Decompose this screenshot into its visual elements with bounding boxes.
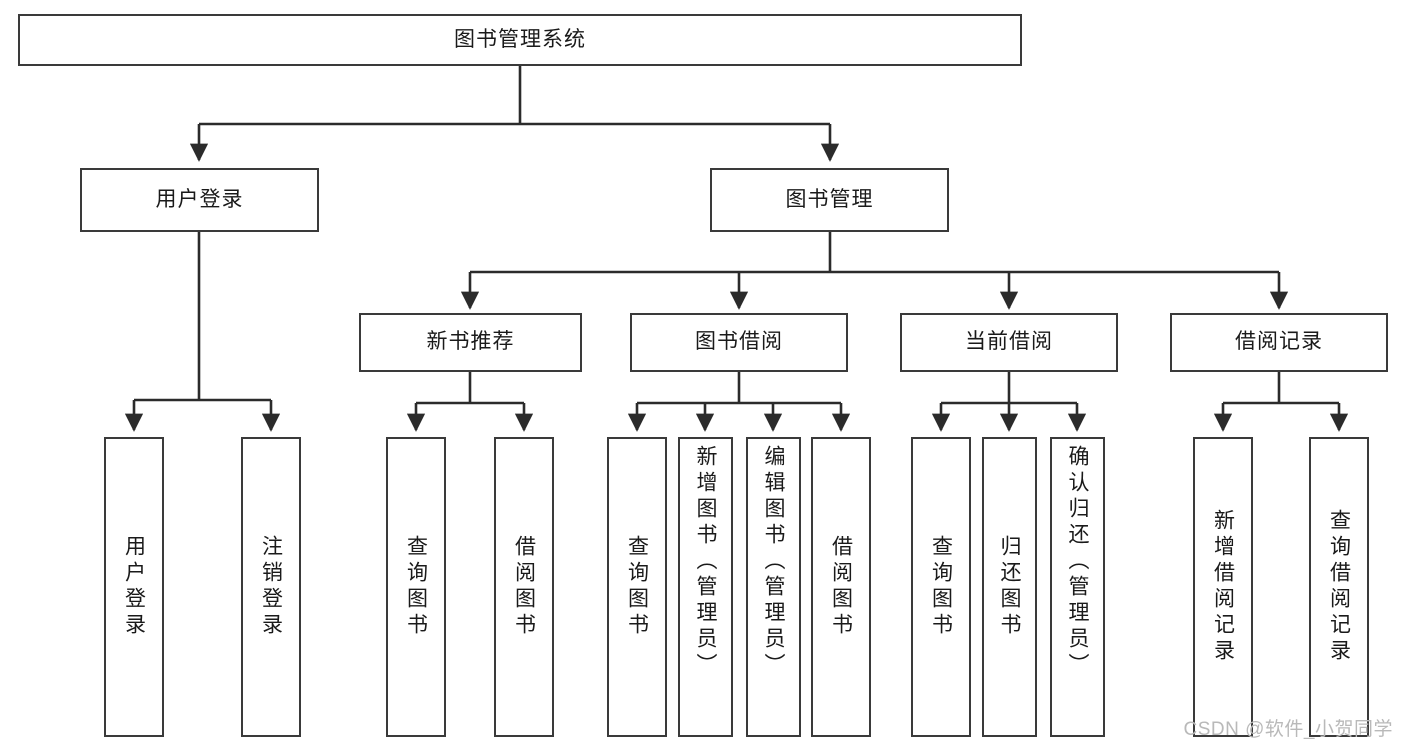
node-label: 借阅图书 — [829, 535, 853, 639]
leaf-borrow-edit-book-admin[interactable]: 编辑图书（管理员） — [746, 437, 801, 737]
node-label: 用户登录 — [122, 535, 146, 639]
node-user-login[interactable]: 用户登录 — [80, 168, 319, 232]
leaf-record-query-record[interactable]: 查询借阅记录 — [1309, 437, 1369, 737]
csdn-watermark: CSDN @软件_小贺同学 — [1183, 719, 1393, 740]
node-label: 图书管理 — [785, 187, 874, 211]
node-label: 新书推荐 — [426, 330, 515, 354]
node-label: 借阅图书 — [512, 535, 536, 639]
node-label: 新增图书（管理员） — [694, 445, 717, 679]
leaf-borrow-borrow-book[interactable]: 借阅图书 — [811, 437, 871, 737]
node-label: 用户登录 — [155, 187, 244, 211]
node-label: 注销登录 — [259, 535, 283, 639]
node-new-book-recommend[interactable]: 新书推荐 — [359, 313, 582, 372]
leaf-recommend-query-book[interactable]: 查询图书 — [386, 437, 446, 737]
node-root-system[interactable]: 图书管理系统 — [18, 14, 1022, 66]
node-label: 查询图书 — [404, 535, 428, 639]
node-label: 图书借阅 — [695, 330, 783, 354]
node-label: 查询借阅记录 — [1327, 509, 1351, 665]
leaf-user-login-login[interactable]: 用户登录 — [104, 437, 164, 737]
node-label: 借阅记录 — [1235, 330, 1323, 354]
leaf-current-confirm-return-admin[interactable]: 确认归还（管理员） — [1050, 437, 1105, 737]
leaf-recommend-borrow-book[interactable]: 借阅图书 — [494, 437, 554, 737]
node-label: 当前借阅 — [965, 330, 1053, 354]
leaf-user-login-logout[interactable]: 注销登录 — [241, 437, 301, 737]
leaf-record-add-record[interactable]: 新增借阅记录 — [1193, 437, 1253, 737]
leaf-borrow-add-book-admin[interactable]: 新增图书（管理员） — [678, 437, 733, 737]
node-label: 查询图书 — [929, 535, 953, 639]
node-label: 查询图书 — [625, 535, 649, 639]
leaf-current-return-book[interactable]: 归还图书 — [982, 437, 1037, 737]
node-borrow-record[interactable]: 借阅记录 — [1170, 313, 1388, 372]
node-label: 图书管理系统 — [454, 27, 586, 51]
node-label: 确认归还（管理员） — [1066, 445, 1089, 679]
leaf-current-query-book[interactable]: 查询图书 — [911, 437, 971, 737]
node-current-borrow[interactable]: 当前借阅 — [900, 313, 1118, 372]
node-label: 归还图书 — [998, 535, 1021, 639]
node-label: 新增借阅记录 — [1211, 509, 1235, 665]
node-label: 编辑图书（管理员） — [762, 445, 785, 679]
node-book-management[interactable]: 图书管理 — [710, 168, 949, 232]
leaf-borrow-query-book[interactable]: 查询图书 — [607, 437, 667, 737]
node-book-borrow[interactable]: 图书借阅 — [630, 313, 848, 372]
